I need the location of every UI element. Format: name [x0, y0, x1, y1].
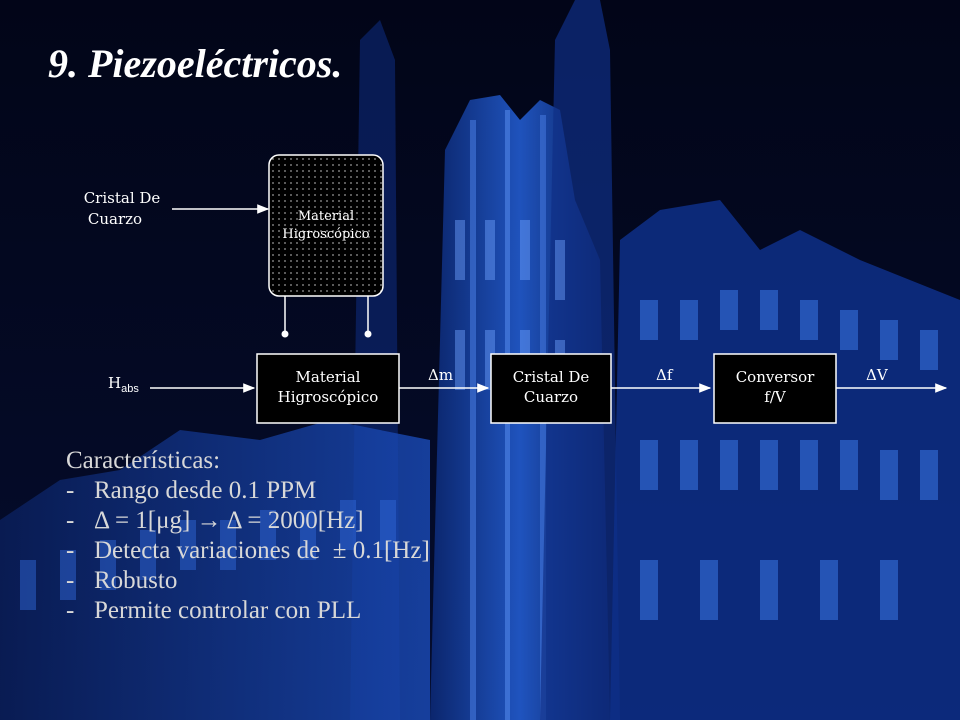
feature-item: -Robusto [66, 566, 430, 596]
chain-block-converter [713, 353, 837, 424]
feature-bullet: - [66, 567, 75, 594]
terminal-left [281, 330, 289, 338]
chain-block-converter-line1: Conversor [736, 368, 815, 386]
signal-chain: Habs Material Higroscópico Δm Cristal De… [108, 353, 948, 424]
feature-bullet: - [66, 597, 75, 624]
feature-item: -Permite controlar con PLL [66, 596, 430, 626]
signal-delta-m: Δm [428, 366, 453, 384]
chain-block-crystal-line2: Cuarzo [524, 388, 578, 406]
hygroscopic-material-block [268, 154, 384, 297]
feature-bullet: - [66, 477, 75, 504]
feature-bullet: - [66, 507, 75, 534]
feature-item-text: Δ = 1[μg] → Δ = 2000[Hz] [94, 507, 364, 534]
feature-item-text: Detecta variaciones de ± 0.1[Hz] [94, 537, 430, 564]
top-block-line2: Higroscópico [282, 227, 369, 242]
top-input-label-line2: Cuarzo [88, 210, 142, 228]
features-heading: Características: [66, 447, 221, 474]
chain-block-crystal [490, 353, 612, 424]
top-diagram: Cristal De Cuarzo Material Higroscópico [84, 154, 384, 338]
feature-item-text: Permite controlar con PLL [94, 597, 362, 624]
signal-delta-f: Δf [656, 366, 674, 384]
feature-item: -Rango desde 0.1 PPM [66, 476, 430, 506]
chain-input-label: Habs [108, 374, 139, 395]
feature-bullet: - [66, 537, 75, 564]
feature-item: -Δ = 1[μg] → Δ = 2000[Hz] [66, 506, 430, 536]
chain-block-material-line2: Higroscópico [278, 388, 379, 406]
feature-item-text: Robusto [94, 567, 178, 594]
features-list: Características: -Rango desde 0.1 PPM -Δ… [66, 446, 430, 626]
signal-delta-v: ΔV [866, 366, 889, 384]
top-input-label-line1: Cristal De [84, 189, 161, 207]
chain-input-main: H [108, 374, 121, 392]
chain-block-material-line1: Material [296, 368, 361, 386]
chain-input-sub: abs [121, 383, 139, 395]
top-block-line1: Material [298, 209, 354, 224]
chain-block-crystal-line1: Cristal De [513, 368, 590, 386]
slide-title: 9. Piezoeléctricos. [48, 41, 343, 86]
feature-item-text: Rango desde 0.1 PPM [94, 477, 317, 504]
chain-block-converter-line2: f/V [764, 388, 787, 406]
terminal-right [364, 330, 372, 338]
feature-item: -Detecta variaciones de ± 0.1[Hz] [66, 536, 430, 566]
